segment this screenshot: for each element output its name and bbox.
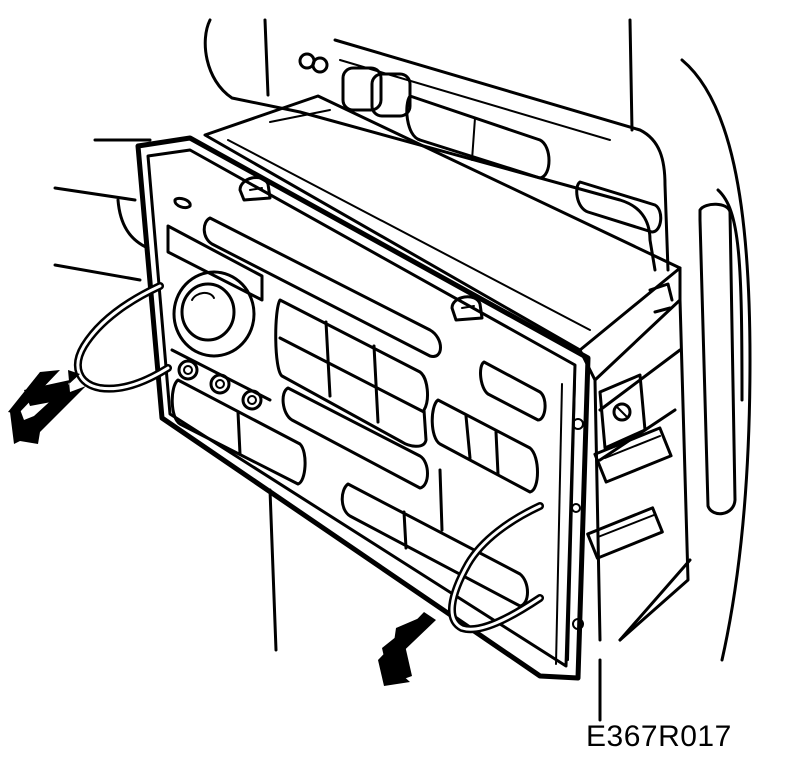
seek-button: [479, 360, 547, 422]
figure-code-label: E367R017: [586, 720, 732, 753]
cd-slot: [202, 216, 442, 358]
top-tab-right: [450, 295, 484, 322]
long-button: [281, 386, 429, 490]
removal-tool-left: [73, 282, 172, 393]
volume-knob: [172, 270, 256, 358]
faceplate-screws: [571, 418, 584, 630]
mode-button-group: [430, 398, 539, 494]
vent-knob-pair: [298, 52, 329, 74]
small-knob-row: [170, 348, 272, 411]
faceplate-indicator-slot: [173, 196, 192, 210]
lower-left-buttons: [170, 378, 307, 486]
radio-chassis: [203, 94, 690, 642]
dash-switch-panel: [341, 66, 663, 234]
pull-arrow-right: [378, 612, 436, 686]
radio-faceplate: [135, 135, 591, 681]
dash-side-slot: [698, 202, 737, 516]
top-tab-left: [238, 175, 272, 202]
lower-right-buttons: [340, 468, 529, 608]
removal-tool-right: [448, 502, 544, 634]
pull-arrow-left: [8, 370, 86, 444]
preset-button-grid: [274, 298, 429, 448]
display-strip: [166, 224, 264, 302]
